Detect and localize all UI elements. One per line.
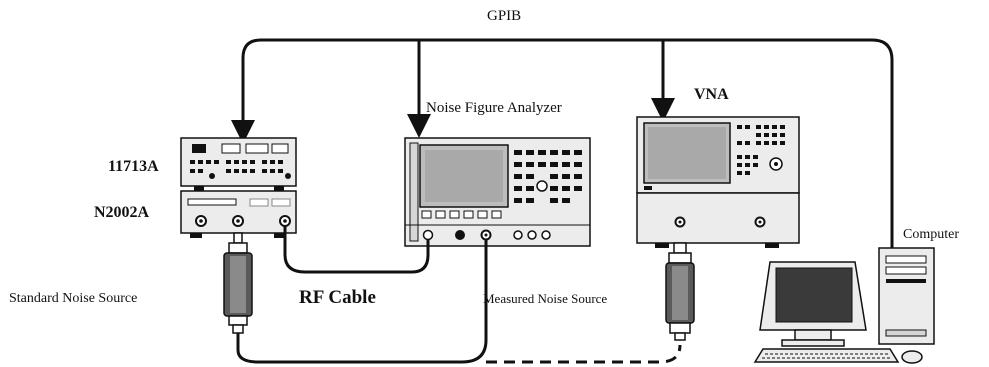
computer-mouse: [901, 350, 923, 364]
switch-driver-label: 11713A: [108, 158, 159, 175]
noise-figure-analyzer-label: Noise Figure Analyzer: [426, 100, 562, 116]
rf-cable-nfa-input: [236, 240, 488, 364]
standard-noise-source-label: Standard Noise Source: [9, 291, 138, 306]
gpib-bus: [231, 38, 894, 248]
standard-noise-source: [223, 232, 253, 334]
computer-monitor: [759, 261, 867, 347]
switch-driver-11713a: [180, 137, 297, 191]
gpib-main-line: [241, 38, 894, 248]
computer-label: Computer: [903, 227, 959, 242]
rf-cable-label: RF Cable: [299, 287, 376, 308]
noise-source-controller-n2002a: [180, 190, 297, 238]
measured-noise-source: [665, 242, 695, 341]
vector-network-analyzer: [636, 116, 800, 248]
gpib-label: GPIB: [487, 8, 522, 24]
noise-source-model-label: N2002A: [94, 204, 150, 221]
vna-label: VNA: [694, 86, 729, 103]
measured-noise-source-label: Measured Noise Source: [483, 291, 608, 306]
computer-keyboard: [753, 348, 900, 363]
rf-cable-n2002a-to-nfa: [283, 226, 430, 274]
rf-cable-dashed-alternate: [486, 344, 682, 364]
rf-cables: [236, 226, 682, 364]
noise-figure-analyzer: [404, 137, 591, 247]
computer-tower: [878, 247, 935, 345]
